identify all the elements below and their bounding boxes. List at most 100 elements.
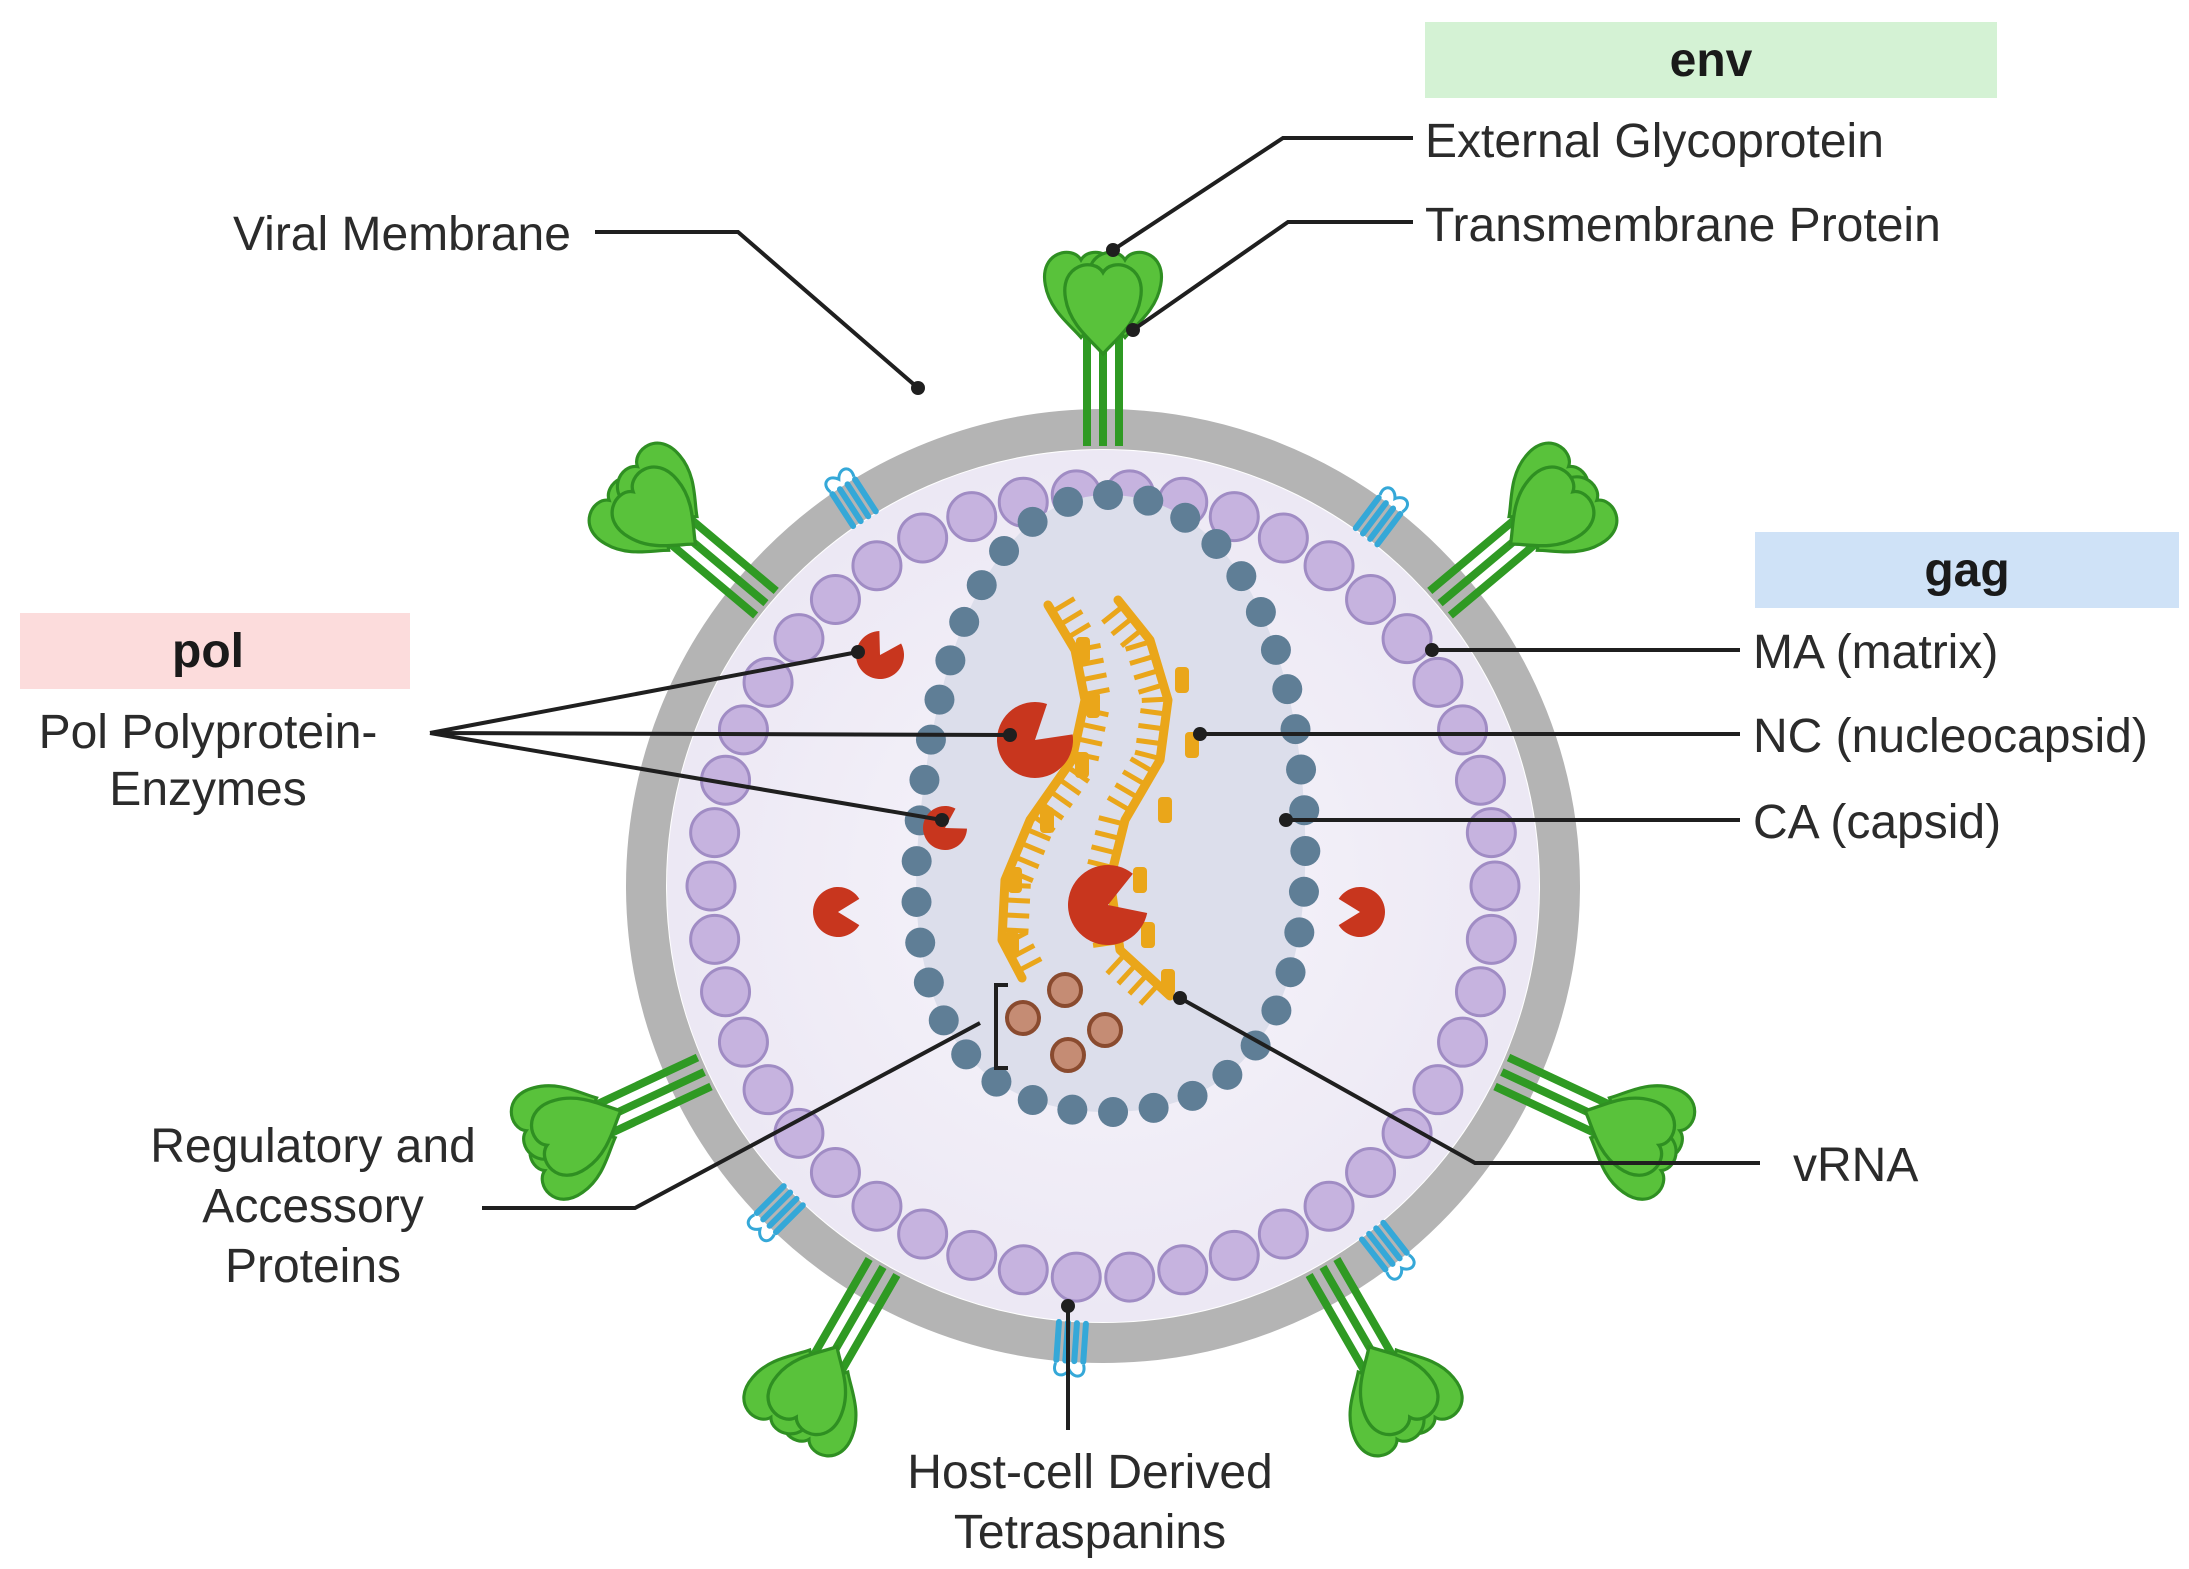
- capsid-bead: [966, 570, 997, 601]
- matrix-bead: [851, 1180, 903, 1232]
- matrix-bead: [1208, 1229, 1260, 1281]
- leader-dot: [911, 381, 925, 395]
- nc-protein: [1158, 797, 1172, 823]
- vrna-tooth: [1141, 696, 1168, 703]
- nc-protein: [1161, 969, 1175, 995]
- capsid-bead: [1017, 1085, 1048, 1116]
- label-host-line1: Host-cell Derived: [907, 1446, 1272, 1499]
- capsid-bead: [989, 535, 1020, 566]
- tetraspanin-helix: [1367, 505, 1397, 542]
- matrix-bead: [685, 860, 737, 912]
- matrix-bead: [1412, 656, 1464, 708]
- matrix-bead: [717, 1016, 769, 1068]
- leader-dot: [1126, 323, 1140, 337]
- tetraspanin-helix: [1071, 1320, 1080, 1365]
- vrna-tooth: [1003, 897, 1031, 904]
- vrna-tooth: [1138, 983, 1160, 1006]
- capsid-bead: [1245, 596, 1276, 627]
- tetraspanin-helix: [766, 1195, 800, 1229]
- vrna-tooth: [1140, 708, 1167, 717]
- vrna-tooth: [1090, 844, 1118, 856]
- capsid-bead: [935, 645, 966, 676]
- label-ma: MA (matrix): [1753, 626, 1998, 679]
- transmembrane-stalk: [1506, 1053, 1610, 1108]
- enzyme-large: [1068, 865, 1148, 945]
- tetraspanin-helix: [852, 476, 879, 515]
- matrix-bead: [1437, 704, 1489, 756]
- matrix-bead: [946, 491, 998, 543]
- matrix-bead: [1465, 913, 1517, 965]
- accessory-proteins: [1005, 972, 1123, 1073]
- matrix-bead: [1257, 1208, 1309, 1260]
- nc-protein: [1040, 807, 1054, 833]
- matrix-bead: [1050, 1251, 1102, 1303]
- transmembrane-stalk: [1319, 1265, 1377, 1356]
- vrna-tooth: [1138, 722, 1165, 732]
- nc-protein: [1075, 752, 1089, 778]
- matrix-bead: [700, 966, 752, 1018]
- matrix-bead: [1412, 1064, 1464, 1116]
- tetraspanin-helix: [753, 1183, 787, 1217]
- vrna-tooth: [1114, 782, 1140, 800]
- transmembrane-stalk: [1305, 1273, 1368, 1373]
- capsid-bead: [949, 606, 980, 637]
- pol-enzymes: [813, 631, 1385, 945]
- env-header-text: env: [1670, 34, 1753, 87]
- pol-header-text: pol: [172, 625, 244, 678]
- pol-header-box: [20, 613, 410, 689]
- tetraspanin-helix: [1352, 494, 1382, 532]
- matrix-bead: [1208, 491, 1260, 543]
- transmembrane-stalk: [611, 1068, 706, 1118]
- matrix-bead: [997, 1244, 1049, 1296]
- gag-header-box: [1755, 532, 2179, 608]
- transmembrane-stalk: [1493, 1082, 1597, 1137]
- vrna-tooth: [1105, 952, 1127, 976]
- env-header-box: [1425, 22, 1997, 98]
- matrix-bead: [897, 1208, 949, 1260]
- vrna-tooth: [1116, 962, 1138, 986]
- leader-pol-top: [429, 650, 859, 735]
- vrna-tooth: [1121, 769, 1147, 787]
- leader-endpoint-dots: [851, 243, 1439, 1313]
- capsid-dots: [901, 480, 1321, 1127]
- tetraspanin-helix: [1080, 1320, 1089, 1365]
- matrix-bead: [1345, 574, 1397, 626]
- tetraspanin-loop: [1385, 1253, 1416, 1281]
- transmembrane-stalk: [689, 517, 779, 594]
- matrix-bead: [1437, 1016, 1489, 1068]
- labels: External Glycoprotein Transmembrane Prot…: [39, 115, 2148, 1559]
- matrix-bead: [1157, 1244, 1209, 1296]
- transmembrane-stalk: [1333, 1257, 1396, 1357]
- vrna-tooth: [1077, 657, 1105, 668]
- leader-dot: [1003, 728, 1017, 742]
- transmembrane-stalk: [668, 541, 759, 619]
- matrix-bead: [1381, 1107, 1433, 1159]
- matrix-bead: [1465, 807, 1517, 859]
- tetraspanin-loop: [824, 467, 856, 494]
- vrna-tooth: [1098, 815, 1125, 827]
- nc-protein: [1086, 692, 1100, 718]
- enzyme-small: [856, 631, 904, 679]
- matrix-bead: [773, 613, 825, 665]
- glycoprotein-head: [1063, 263, 1143, 356]
- matrix-bead: [1454, 966, 1506, 1018]
- matrix-bead: [689, 913, 741, 965]
- enzyme-body: [813, 887, 860, 937]
- leader-dot: [1425, 643, 1439, 657]
- matrix-bead: [809, 574, 861, 626]
- tetraspanins: [746, 467, 1416, 1378]
- capsid-bead: [1177, 1080, 1208, 1111]
- vrna-tooth: [1080, 672, 1107, 683]
- nc-protein: [1005, 932, 1019, 958]
- tetraspanin: [746, 1183, 806, 1243]
- env-group-header: env: [1425, 22, 1997, 98]
- nc-protein: [1076, 637, 1090, 663]
- label-nc: NC (nucleocapsid): [1753, 710, 2148, 763]
- tetraspanin-helix: [1053, 1318, 1062, 1363]
- accessory-protein: [1050, 1037, 1086, 1073]
- tetraspanin-helix: [836, 486, 864, 525]
- tetraspanin-helix: [1373, 1225, 1403, 1262]
- leader-accessory: [482, 1021, 981, 1210]
- transmembrane-stalk: [1427, 517, 1517, 594]
